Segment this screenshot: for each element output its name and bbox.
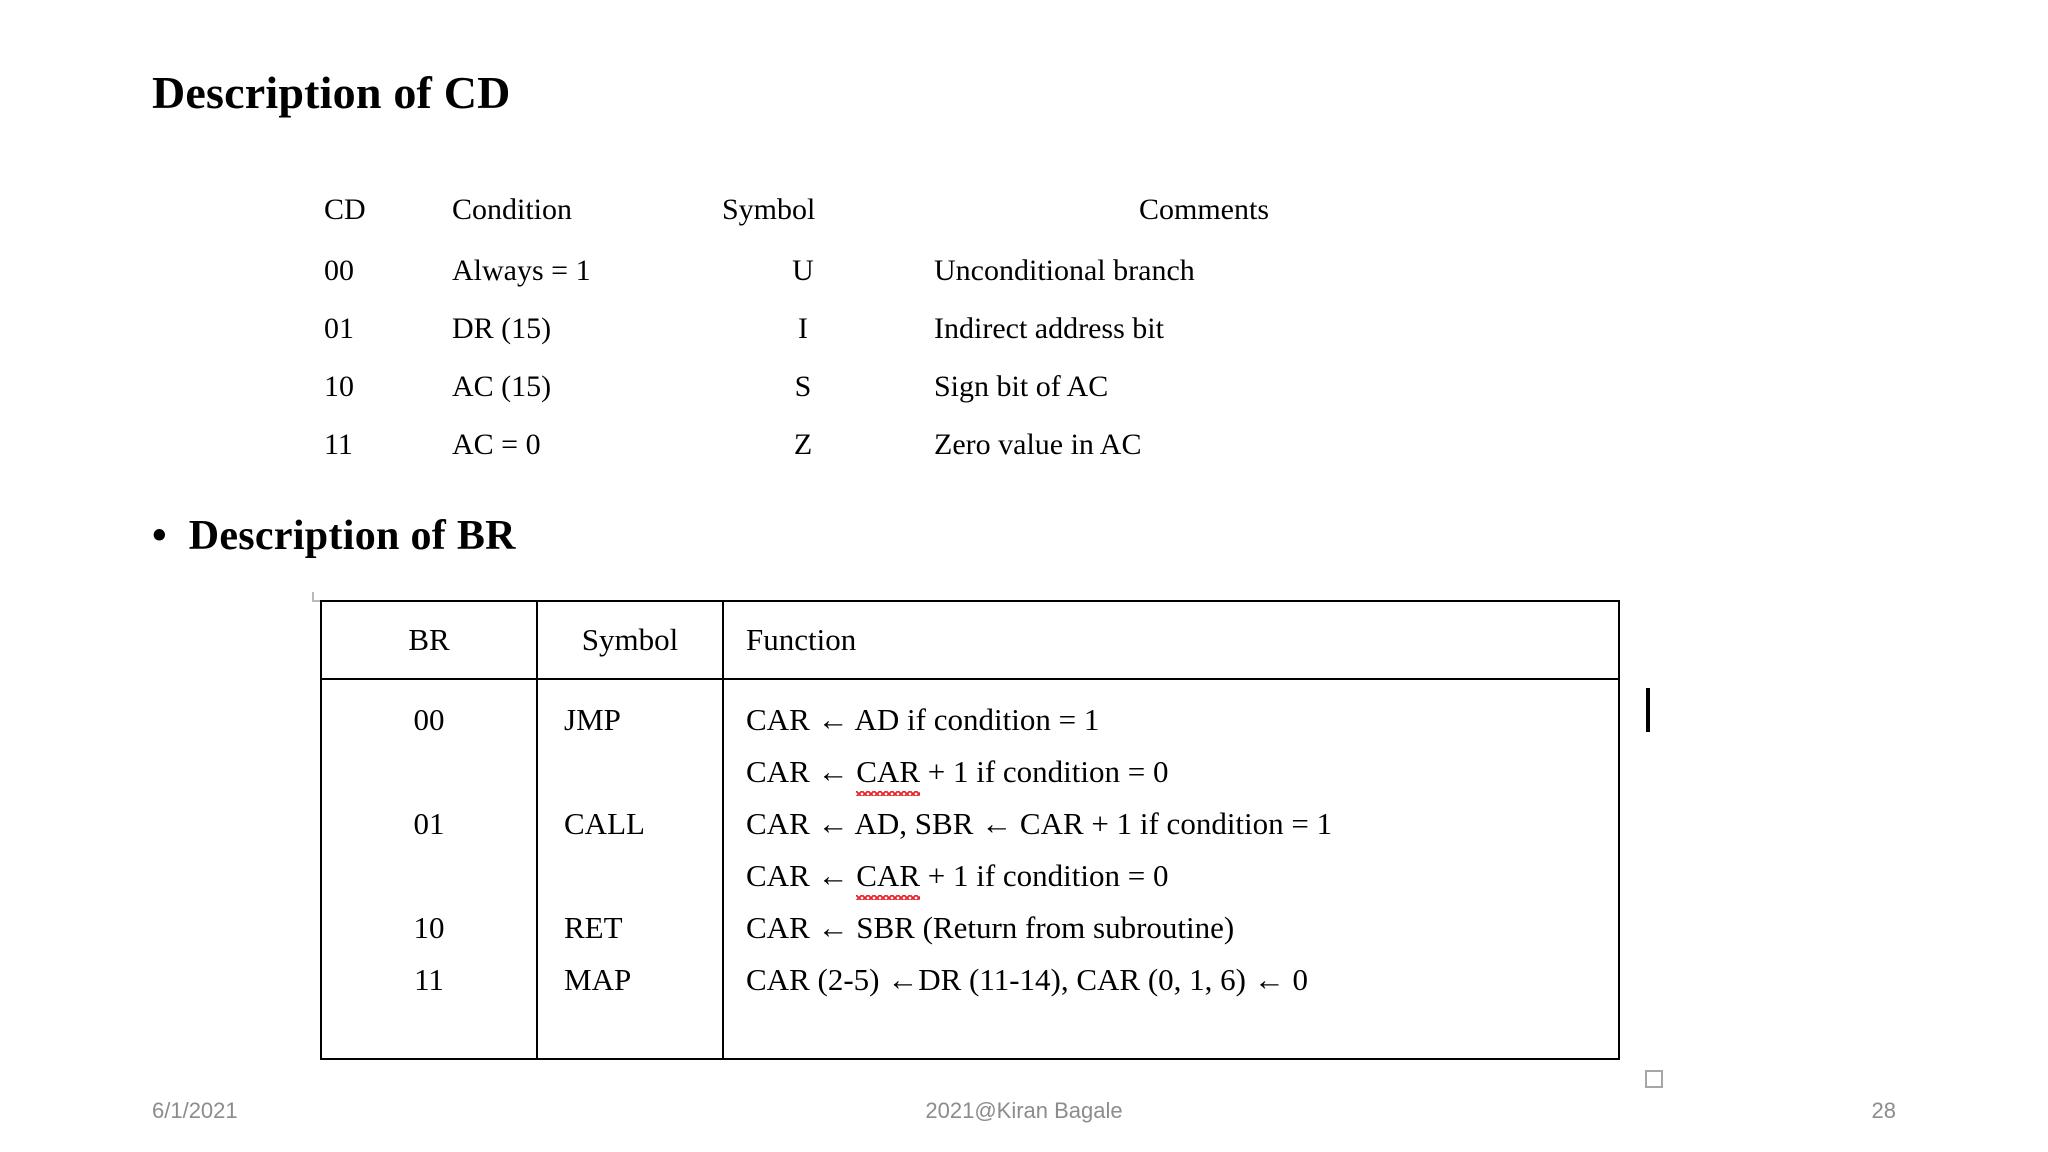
- function-text-prefix: CAR ←: [746, 754, 857, 789]
- table-row[interactable]: 01 DR (15) I Indirect address bit: [310, 300, 1510, 358]
- cell-spacer: [538, 746, 722, 798]
- function-text-suffix: + 1 if condition = 0: [920, 754, 1169, 789]
- column-header-comments: Comments: [1138, 193, 1269, 226]
- cell-function-line: CAR ← CAR + 1 if condition = 0: [746, 746, 1618, 798]
- cell-symbol: JMP: [564, 702, 621, 737]
- cell-cd: 01: [324, 312, 354, 345]
- cell-function-line: CAR ← AD, SBR ← CAR + 1 if condition = 1: [746, 806, 1333, 841]
- table-header-row: CD Condition Symbol Comments: [310, 178, 1510, 242]
- cell-symbol: CALL: [564, 806, 645, 841]
- cell-br: 11: [414, 962, 444, 997]
- cell-br: 00: [413, 702, 445, 737]
- cell-comments: Zero value in AC: [934, 428, 1142, 461]
- br-function-column: CAR ← AD if condition = 1 CAR ← CAR + 1 …: [722, 680, 1618, 1058]
- cell-symbol: RET: [564, 910, 623, 945]
- cell-cd: 10: [324, 370, 354, 403]
- function-text-suffix: + 1 if condition = 0: [920, 858, 1169, 893]
- cell-comments: Unconditional branch: [934, 254, 1195, 287]
- cell-spacer: [322, 746, 536, 798]
- cell-function-line: CAR ← CAR + 1 if condition = 0: [746, 850, 1618, 902]
- spellcheck-word: CAR: [856, 746, 920, 798]
- cell-spacer: [322, 850, 536, 902]
- table-row[interactable]: 10 AC (15) S Sign bit of AC: [310, 358, 1510, 416]
- cell-cd: 00: [324, 254, 354, 287]
- column-header-function: Function: [722, 602, 1618, 678]
- cell-br: 10: [413, 910, 445, 945]
- bullet-heading-label: Description of BR: [188, 513, 516, 559]
- cell-br: 01: [413, 806, 445, 841]
- cell-condition: AC (15): [452, 370, 552, 403]
- table-row[interactable]: 00 Always = 1 U Unconditional branch: [310, 242, 1510, 300]
- cell-symbol: MAP: [564, 962, 632, 997]
- cell-function-line: CAR ← AD if condition = 1: [746, 702, 1100, 737]
- table-header-row: BR Symbol Function: [322, 602, 1618, 680]
- page-title: Description of CD: [152, 67, 511, 118]
- cell-condition: DR (15): [452, 312, 552, 345]
- cell-condition: AC = 0: [452, 428, 541, 461]
- column-header-symbol: Symbol: [536, 602, 722, 678]
- cell-condition: Always = 1: [452, 254, 591, 287]
- cell-spacer: [538, 850, 722, 902]
- table-body: 00 01 10 11 JMP CALL RET MAP CAR ← AD if…: [322, 680, 1618, 1058]
- cd-description-table[interactable]: CD Condition Symbol Comments 00 Always =…: [310, 178, 1510, 474]
- br-symbol-column: JMP CALL RET MAP: [536, 680, 722, 1058]
- spellcheck-word: CAR: [856, 850, 920, 902]
- table-corner-marker: [312, 592, 324, 602]
- table-row[interactable]: 11 AC = 0 Z Zero value in AC: [310, 416, 1510, 474]
- column-header-cd: CD: [324, 193, 366, 226]
- footer-page-number: 28: [1871, 1098, 1896, 1123]
- bullet-point-icon: •: [152, 513, 167, 559]
- cell-symbol: U: [792, 254, 814, 287]
- cell-function-line: CAR ← SBR (Return from subroutine): [746, 910, 1235, 945]
- column-header-br: BR: [408, 622, 450, 657]
- table-resize-handle[interactable]: [1645, 1070, 1663, 1088]
- cell-cd: 11: [324, 428, 353, 461]
- cell-comments: Sign bit of AC: [934, 370, 1109, 403]
- br-code-column: 00 01 10 11: [322, 680, 536, 1058]
- slide-footer: 6/1/2021 2021@Kiran Bagale 28: [0, 1098, 2048, 1138]
- footer-date: 6/1/2021: [152, 1098, 238, 1123]
- column-header-symbol: Symbol: [722, 193, 816, 226]
- cell-symbol: I: [798, 312, 808, 345]
- cell-function-line: CAR (2-5) ←DR (11-14), CAR (0, 1, 6) ← 0: [746, 962, 1308, 997]
- function-text-prefix: CAR ←: [746, 858, 857, 893]
- cell-symbol: Z: [793, 428, 813, 461]
- footer-attribution: 2021@Kiran Bagale: [925, 1098, 1123, 1123]
- cell-comments: Indirect address bit: [934, 312, 1164, 345]
- column-header-condition: Condition: [452, 193, 573, 226]
- bullet-heading-br: • Description of BR: [152, 512, 516, 560]
- text-cursor-caret: [1646, 688, 1650, 732]
- br-description-table[interactable]: BR Symbol Function 00 01 10 11 JMP CALL …: [320, 600, 1620, 1060]
- cell-symbol: S: [794, 370, 812, 403]
